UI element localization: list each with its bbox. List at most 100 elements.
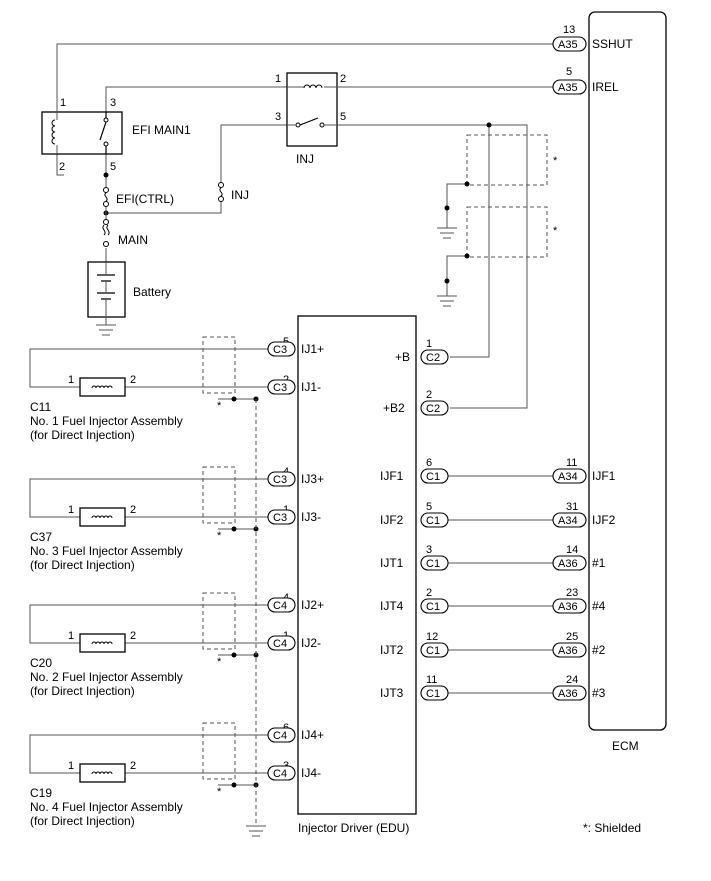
ecm-pin-sshut: 13 A35 SSHUT xyxy=(552,24,633,52)
edu-power-pin-b-name: +B xyxy=(395,350,410,364)
injector-pin-right: 2 xyxy=(130,760,136,772)
shield-top-2-junction xyxy=(464,253,470,259)
injector-pin-left: 1 xyxy=(68,760,74,772)
edu-injector-pin-name: IJ4+ xyxy=(301,728,324,742)
edu-signal-pin-number: 5 xyxy=(426,501,432,513)
edu-signal-pin-number: 2 xyxy=(426,587,432,599)
edu-signal-conn: C1 xyxy=(426,515,440,527)
edu-label: Injector Driver (EDU) xyxy=(298,821,409,835)
ecm-pin-irel-conn: A35 xyxy=(558,82,578,94)
injector-coil-icon xyxy=(91,771,113,775)
edu-injector-conn: C3 xyxy=(273,344,287,356)
wire-inj-relay-out xyxy=(350,124,528,409)
injector-pin-right: 2 xyxy=(130,374,136,386)
edu-injector-conn: C4 xyxy=(273,600,287,612)
ecm-signal-conn: A36 xyxy=(558,558,578,570)
injector-name: No. 3 Fuel Injector Assembly xyxy=(30,544,183,558)
edu-signal-conn: C1 xyxy=(426,558,440,570)
injector-pin-right: 2 xyxy=(130,504,136,516)
shield-note: *: Shielded xyxy=(583,821,641,835)
edu-injector-connector xyxy=(267,727,296,743)
edu-injector-pin-name: IJ1+ xyxy=(301,342,324,356)
edu-injector-connector xyxy=(267,765,296,781)
injector-wire xyxy=(29,604,268,644)
inj-relay-pin2: 2 xyxy=(340,73,346,85)
edu-injector-pin-name: IJ4- xyxy=(301,766,321,780)
ecm-signal-name: #3 xyxy=(592,686,606,700)
ecm-pin-sshut-conn: A35 xyxy=(558,39,578,51)
injector-body xyxy=(79,377,126,397)
ecm-signal-connector xyxy=(552,468,587,484)
edu-signal-name: IJT2 xyxy=(380,643,404,657)
ecm-signal-conn: A36 xyxy=(558,601,578,613)
edu-signal-pin-number: 12 xyxy=(426,631,438,643)
injector-name: No. 2 Fuel Injector Assembly xyxy=(30,670,183,684)
edu-signal-name: IJT3 xyxy=(380,686,404,700)
ecm-signal-connector xyxy=(552,642,587,658)
injector-shield xyxy=(202,466,236,524)
injector-shield xyxy=(202,336,236,394)
edu-signal-connector xyxy=(420,512,449,528)
ecm-signal-pin-number: 25 xyxy=(566,631,578,643)
injector-sub: (for Direct Injection) xyxy=(30,814,135,828)
shield-junction xyxy=(231,526,237,532)
efi-main1-relay xyxy=(41,111,123,155)
injector-shield xyxy=(202,592,236,650)
ecm-signal-pin-number: 11 xyxy=(566,457,577,469)
injector-pin-left: 1 xyxy=(68,630,74,642)
wire-inj-fuse-to-relay xyxy=(220,124,287,183)
ecm-signal-connector xyxy=(552,685,587,701)
ecm-pin-irel: 5 A35 IREL xyxy=(552,66,619,95)
edu-box xyxy=(297,315,417,815)
ecm-pin-sshut-number: 13 xyxy=(563,24,575,36)
injector-wire xyxy=(29,734,268,774)
injector-name: No. 4 Fuel Injector Assembly xyxy=(30,800,183,814)
ecm-pin-irel-name: IREL xyxy=(592,80,619,94)
wire-efi-relay-coil-ground xyxy=(56,150,64,176)
ecm-signal-pin-number: 31 xyxy=(566,501,578,513)
junction-inj-relay xyxy=(486,122,492,128)
efi-main1-label: EFI MAIN1 xyxy=(132,123,191,137)
efi-main1-pin3: 3 xyxy=(110,97,116,109)
shield-top-1 xyxy=(466,134,548,186)
injector-sub: (for Direct Injection) xyxy=(30,558,135,572)
edu-power-pin-b2: 2 C2 +B2 xyxy=(383,389,449,416)
injector-coil-icon xyxy=(91,515,113,519)
ecm-signal-connector xyxy=(552,555,587,571)
shield-mark-top-1: * xyxy=(553,155,558,167)
ecm-signal-name: #1 xyxy=(592,556,606,570)
ecm-signal-conn: A36 xyxy=(558,645,578,657)
efi-main1-pin1: 1 xyxy=(60,97,66,109)
efi-ctrl-fuse xyxy=(103,187,109,213)
efi-ctrl-label: EFI(CTRL) xyxy=(116,192,174,206)
inj-fuse xyxy=(218,182,224,207)
edu-injector-connector xyxy=(267,597,296,613)
ecm-signal-name: IJF1 xyxy=(592,469,616,483)
injector-shield-ground xyxy=(246,825,266,837)
edu-injector-connector xyxy=(267,635,296,651)
inj-relay-pin1: 1 xyxy=(275,73,281,85)
ecm-signal-pin-number: 14 xyxy=(566,544,578,556)
edu-injector-connector xyxy=(267,379,296,395)
edu-injector-pin-name: IJ2- xyxy=(301,636,321,650)
injector-shield-mark: * xyxy=(217,400,222,412)
edu-power-pin-b2-name: +B2 xyxy=(383,401,405,415)
injector-shield-mark: * xyxy=(217,786,222,798)
shield-top-2-drain xyxy=(446,255,467,296)
edu-signal-connector xyxy=(420,555,449,571)
edu-injector-conn: C4 xyxy=(273,730,287,742)
edu-power-pin-b2-conn: C2 xyxy=(426,403,440,415)
edu-signal-pin-number: 6 xyxy=(426,457,432,469)
injector-body xyxy=(79,763,126,783)
injector-name: No. 1 Fuel Injector Assembly xyxy=(30,414,183,428)
efi-main1-pin2: 2 xyxy=(59,161,65,173)
ecm-box xyxy=(588,11,667,731)
ecm-signal-pin-number: 24 xyxy=(566,674,578,686)
injector-code: C20 xyxy=(30,656,52,670)
main-fuse xyxy=(102,213,110,247)
ground-top-1 xyxy=(437,227,457,239)
wire-efi-to-inj-fuse xyxy=(106,207,222,214)
